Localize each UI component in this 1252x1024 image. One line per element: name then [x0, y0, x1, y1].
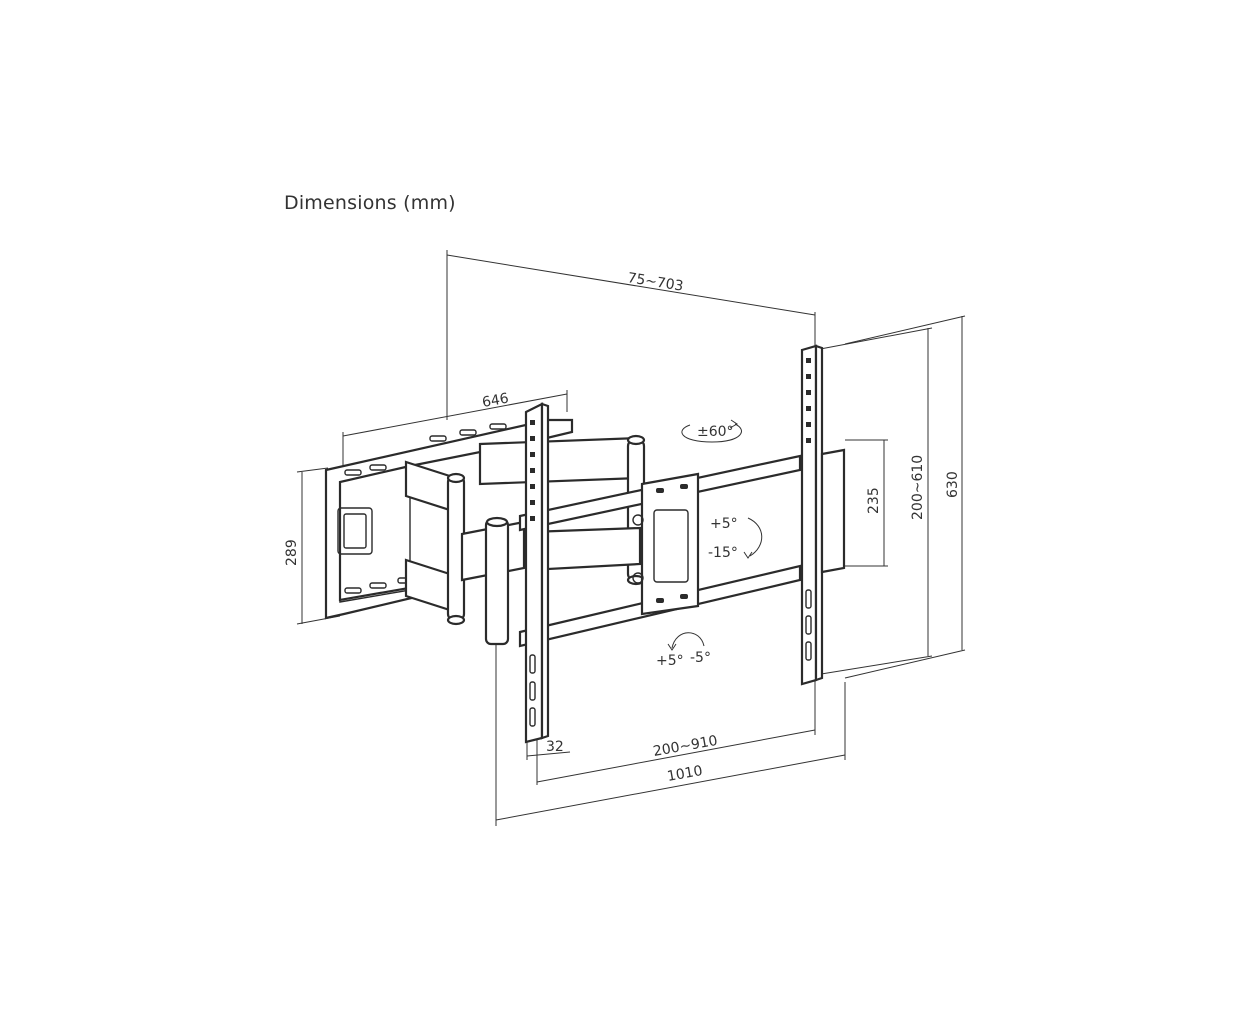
dimension-lines — [296, 250, 966, 826]
wall-plate-height-label: 289 — [284, 539, 300, 566]
tilt-down-label: -15° — [708, 545, 738, 561]
right-vertical-bracket — [800, 344, 846, 686]
vesa-vertical-label: 200~610 — [910, 455, 926, 520]
rail-thickness-label: 32 — [546, 739, 564, 755]
top-depth-label: 75~703 — [626, 270, 684, 295]
swivel-indicator — [681, 419, 742, 443]
level-plus-label: +5° — [656, 653, 684, 669]
tilt-indicator — [743, 517, 763, 559]
tilt-up-label: +5° — [710, 516, 738, 532]
center-tilt-plate — [632, 472, 700, 616]
left-bracket-holes — [529, 420, 536, 727]
left-vertical-bracket — [524, 402, 550, 744]
vesa-horizontal-label: 200~910 — [652, 733, 719, 760]
swivel-label: ±60° — [697, 424, 734, 440]
hole-spacing-label: 235 — [866, 487, 882, 514]
total-width-label: 1010 — [666, 763, 704, 785]
right-bracket-holes — [805, 358, 812, 661]
level-minus-label: -5° — [690, 650, 711, 666]
diagram-title: Dimensions (mm) — [284, 192, 456, 214]
arm-length-label: 646 — [481, 391, 510, 411]
bracket-height-label: 630 — [945, 471, 961, 498]
level-indicator — [667, 632, 705, 651]
